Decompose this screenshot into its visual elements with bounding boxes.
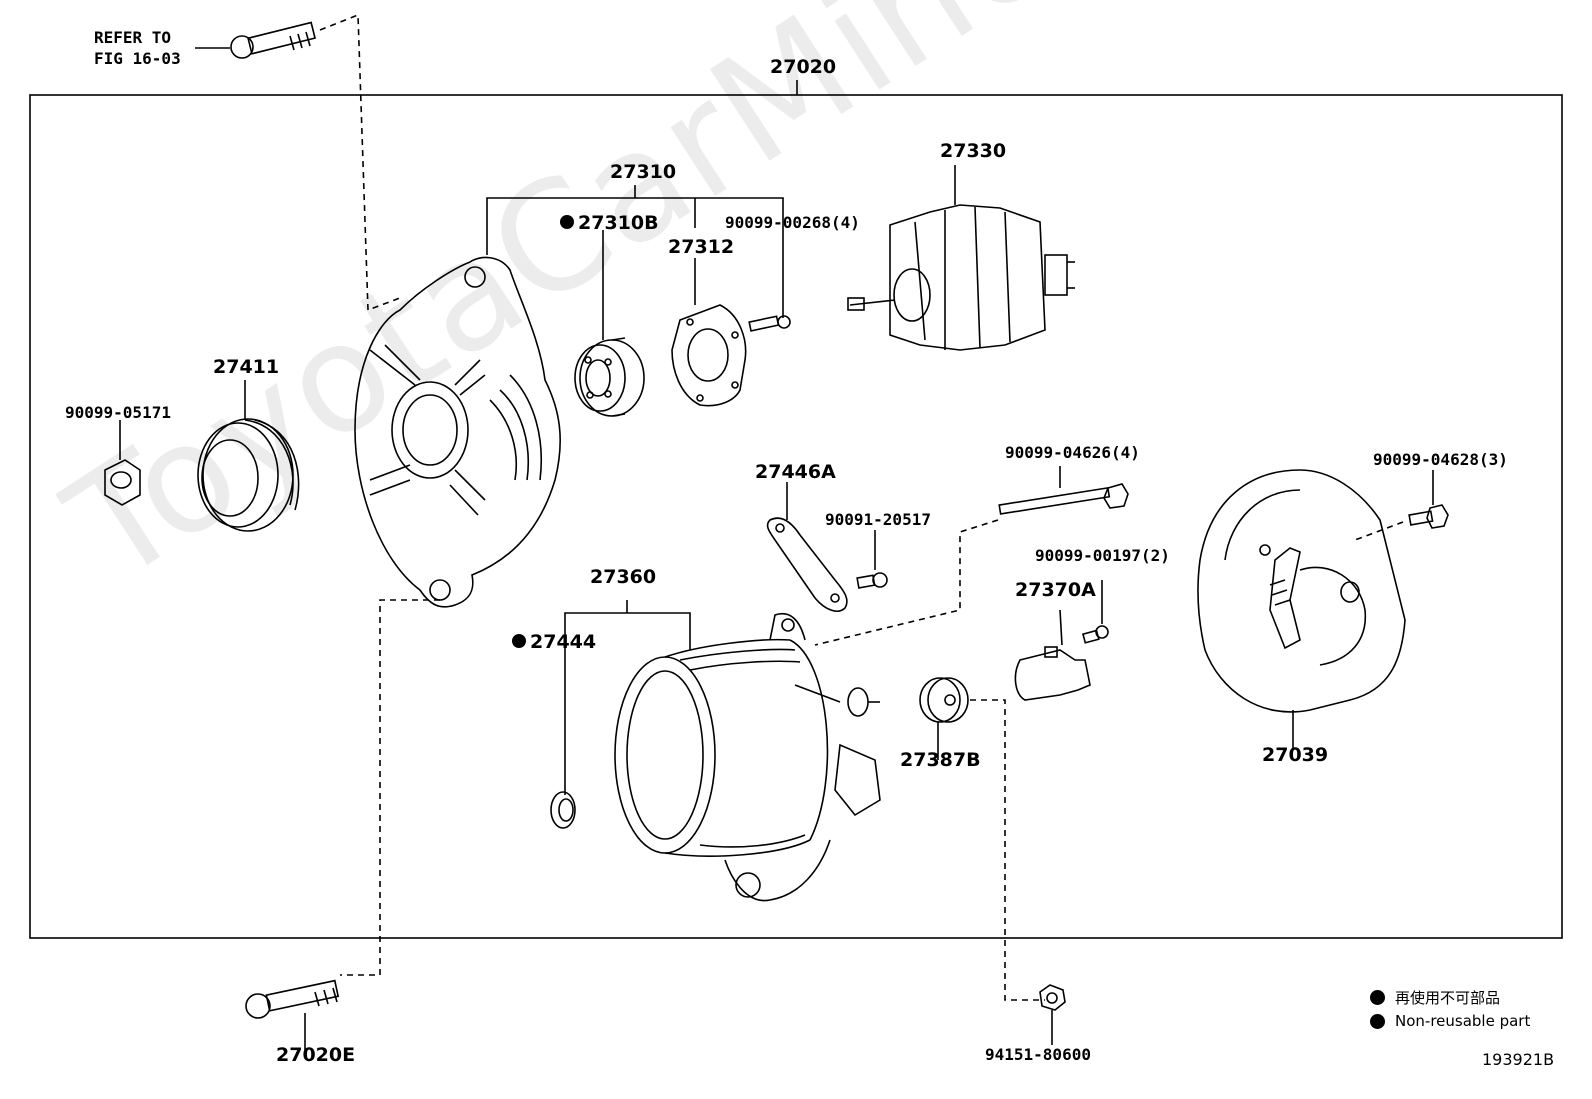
part-label-27444[interactable]: 27444: [512, 632, 596, 652]
part-label-27312[interactable]: 27312: [668, 236, 735, 258]
part-label-90099-05171[interactable]: 90099-05171: [65, 403, 171, 422]
terminal-nut-icon: [1039, 984, 1066, 1011]
drive-end-frame-icon: [354, 256, 561, 608]
figure-number: 193921B: [1482, 1050, 1555, 1069]
part-label-94151-80600[interactable]: 94151-80600: [985, 1045, 1091, 1064]
part-label-90099-00197[interactable]: 90099-00197(2): [1035, 546, 1170, 565]
rectifier-end-frame-icon: [614, 613, 881, 902]
part-label-27039[interactable]: 27039: [1262, 744, 1329, 766]
part-label-27370a[interactable]: 27370A: [1015, 579, 1096, 601]
refer-note-line2: FIG 16-03: [94, 49, 181, 68]
small-bolt-icon: [856, 572, 888, 589]
legend: 再使用不可部品 Non-reusable part: [1370, 985, 1530, 1033]
through-bolt-icon: [998, 483, 1129, 515]
bracket-plate-icon: [766, 517, 848, 612]
legend-dot-icon: [1370, 1013, 1385, 1029]
part-label-27330[interactable]: 27330: [940, 140, 1007, 162]
non-reusable-marker: [512, 634, 526, 648]
part-label-27310b[interactable]: 27310B: [560, 213, 659, 233]
brush-holder-icon: [1014, 646, 1091, 701]
part-label-90099-00268[interactable]: 90099-00268(4): [725, 213, 860, 232]
non-reusable-marker: [560, 215, 574, 229]
part-label-27411[interactable]: 27411: [213, 356, 280, 378]
part-label-90099-04626[interactable]: 90099-04626(4): [1005, 443, 1140, 462]
brush-screw-icon: [1081, 625, 1109, 644]
nut-icon: [104, 459, 141, 506]
mounting-bolt-icon: [245, 979, 340, 1019]
bearing-icon: [574, 337, 645, 417]
legend-en-text: Non-reusable part: [1395, 1012, 1531, 1030]
cover-bolt-icon: [1408, 504, 1449, 529]
refer-note-line1: REFER TO: [94, 28, 172, 47]
screw-icon: [748, 315, 791, 332]
part-label-27310[interactable]: 27310: [610, 161, 677, 183]
pulley-icon: [197, 418, 300, 532]
part-label-27360[interactable]: 27360: [590, 566, 657, 588]
part-label-27387b[interactable]: 27387B: [900, 749, 981, 771]
legend-row-en: Non-reusable part: [1370, 1009, 1530, 1033]
legend-jp-text: 再使用不可部品: [1395, 988, 1501, 1007]
part-label-27020e[interactable]: 27020E: [276, 1044, 356, 1066]
washer-icon: [550, 791, 576, 829]
legend-dot-icon: [1370, 989, 1385, 1005]
part-label-27446a[interactable]: 27446A: [755, 461, 836, 483]
part-label-90099-04628[interactable]: 90099-04628(3): [1373, 450, 1508, 469]
legend-row-jp: 再使用不可部品: [1370, 985, 1530, 1009]
assembly-boundary-box: [29, 94, 1563, 939]
rear-cover-icon: [1197, 469, 1406, 713]
terminal-insulator-icon: [919, 677, 969, 723]
bolt-refer-fig-icon: [230, 21, 316, 59]
rotor-icon: [847, 204, 1075, 351]
part-label-90091-20517[interactable]: 90091-20517: [825, 510, 931, 529]
refer-note: REFER TO FIG 16-03: [94, 27, 181, 69]
part-label-27020[interactable]: 27020: [770, 56, 837, 78]
retainer-plate-icon: [671, 304, 747, 407]
part-label-27310b-text: 27310B: [578, 212, 659, 234]
part-label-27444-text: 27444: [530, 631, 597, 653]
